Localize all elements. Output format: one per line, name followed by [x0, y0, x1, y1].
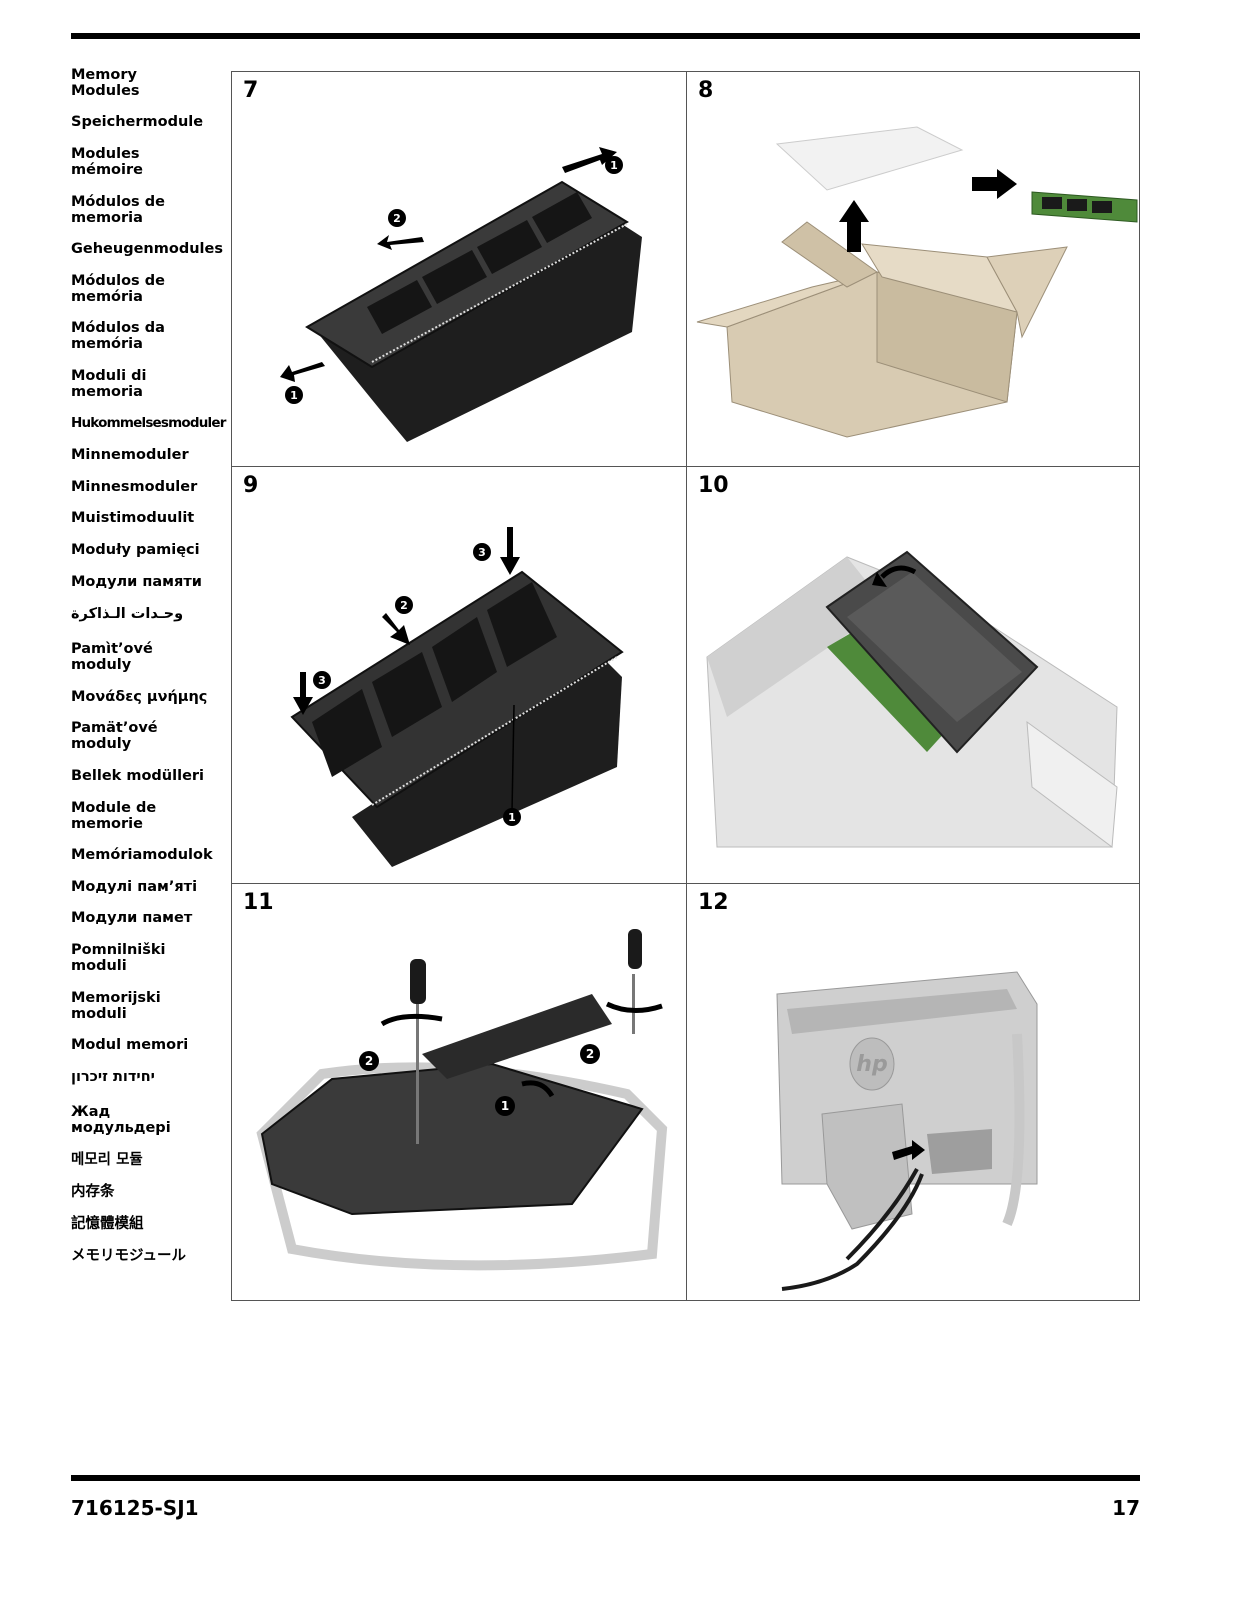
- lang-label-bg: Модули памет: [71, 910, 193, 926]
- callout-1: 1: [501, 1099, 509, 1113]
- computer-rear-illustration: hp: [776, 971, 1038, 1291]
- lang-label-he: יחידות זיכרון: [71, 1069, 155, 1085]
- lang-label-uk: Модулі пам’яті: [71, 879, 198, 895]
- lang-label-id: Modul memori: [71, 1037, 189, 1053]
- step-number: 8: [698, 78, 714, 103]
- lang-label-de: Speichermodule: [71, 114, 204, 130]
- lang-label-sk: Pamät’ové moduly: [71, 720, 158, 752]
- callout-1b: 1: [290, 389, 298, 402]
- step-11-panel: 11 2 2 1: [232, 884, 686, 1301]
- step-number: 10: [698, 473, 729, 498]
- step-8-panel: 8: [687, 72, 1140, 466]
- illustration-grid: 7 1 2 1 8: [231, 71, 1140, 1301]
- lang-label-no: Minnemoduler: [71, 447, 189, 463]
- lang-label-ko: 메모리 모듈: [71, 1152, 143, 1168]
- callout-3: 3: [478, 546, 486, 559]
- lang-label-ru: Модули памяти: [71, 574, 202, 590]
- lang-label-sv: Minnesmoduler: [71, 479, 198, 495]
- callout-3b: 3: [318, 674, 326, 687]
- lang-label-el: Μονάδες μνήμης: [71, 689, 208, 705]
- lang-label-ar: وحـدات الـذاكرة: [71, 606, 184, 622]
- step-10-panel: 10: [687, 467, 1140, 883]
- grid-divider-vertical: [686, 72, 687, 1300]
- lang-label-ja: メモリモジュール: [71, 1248, 186, 1264]
- lang-label-it: Moduli di memoria: [71, 368, 147, 400]
- header-rule: [71, 33, 1140, 39]
- lang-label-ro: Module de memorie: [71, 800, 157, 832]
- lang-label-pt: Módulos da memória: [71, 320, 165, 352]
- lang-label-nl: Geheugenmodules: [71, 241, 223, 257]
- stand-removal-illustration: 2 2 1: [256, 929, 668, 1271]
- step-number: 9: [243, 473, 259, 498]
- callout-2b: 2: [586, 1047, 594, 1061]
- grid-divider-row1: [232, 466, 1139, 467]
- step-7-panel: 7 1 2 1: [232, 72, 686, 466]
- callout-1: 1: [508, 811, 516, 824]
- memory-module-insert-illustration: 1 3 2 3: [290, 527, 624, 867]
- callout-2: 2: [365, 1054, 373, 1068]
- memory-module-release-illustration: 1 2 1: [280, 147, 642, 442]
- callout-2: 2: [400, 599, 408, 612]
- footer-rule: [71, 1475, 1140, 1481]
- lang-label-fi: Muistimoduulit: [71, 510, 195, 526]
- step-12-panel: 12 hp: [687, 884, 1140, 1301]
- packaging-box-illustration: [696, 126, 1138, 438]
- callout-2: 2: [393, 212, 401, 225]
- grid-divider-row2: [232, 883, 1139, 884]
- document-code: 716125-SJ1: [71, 1496, 199, 1520]
- memory-door-illustration: [706, 550, 1118, 848]
- callout-1: 1: [610, 159, 618, 172]
- step-number: 11: [243, 890, 274, 915]
- lang-label-pt-br: Módulos de memória: [71, 273, 165, 305]
- step-number: 12: [698, 890, 729, 915]
- hp-logo: hp: [856, 1052, 887, 1077]
- lang-label-zh-tw: 記憶體模組: [71, 1216, 144, 1232]
- step-9-panel: 9 1 3 2 3: [232, 467, 686, 883]
- lang-label-cs: Pamìt’ové moduly: [71, 641, 153, 673]
- lang-label-fr: Modules mémoire: [71, 146, 143, 178]
- lang-label-kk: Жад модульдері: [71, 1104, 171, 1136]
- lang-label-zh-cn: 内存条: [71, 1184, 115, 1200]
- lang-label-es: Módulos de memoria: [71, 194, 165, 226]
- step-number: 7: [243, 78, 259, 103]
- lang-label-en: Memory Modules: [71, 67, 140, 99]
- lang-label-sl: Pomnilniški moduli: [71, 942, 166, 974]
- lang-label-da: Hukommelsesmoduler: [71, 415, 226, 431]
- page-number: 17: [1112, 1496, 1140, 1520]
- lang-label-tr: Bellek modülleri: [71, 768, 205, 784]
- lang-label-hr: Memorijski moduli: [71, 990, 161, 1022]
- lang-label-hu: Memóriamodulok: [71, 847, 213, 863]
- lang-label-pl: Moduły pamięci: [71, 542, 200, 558]
